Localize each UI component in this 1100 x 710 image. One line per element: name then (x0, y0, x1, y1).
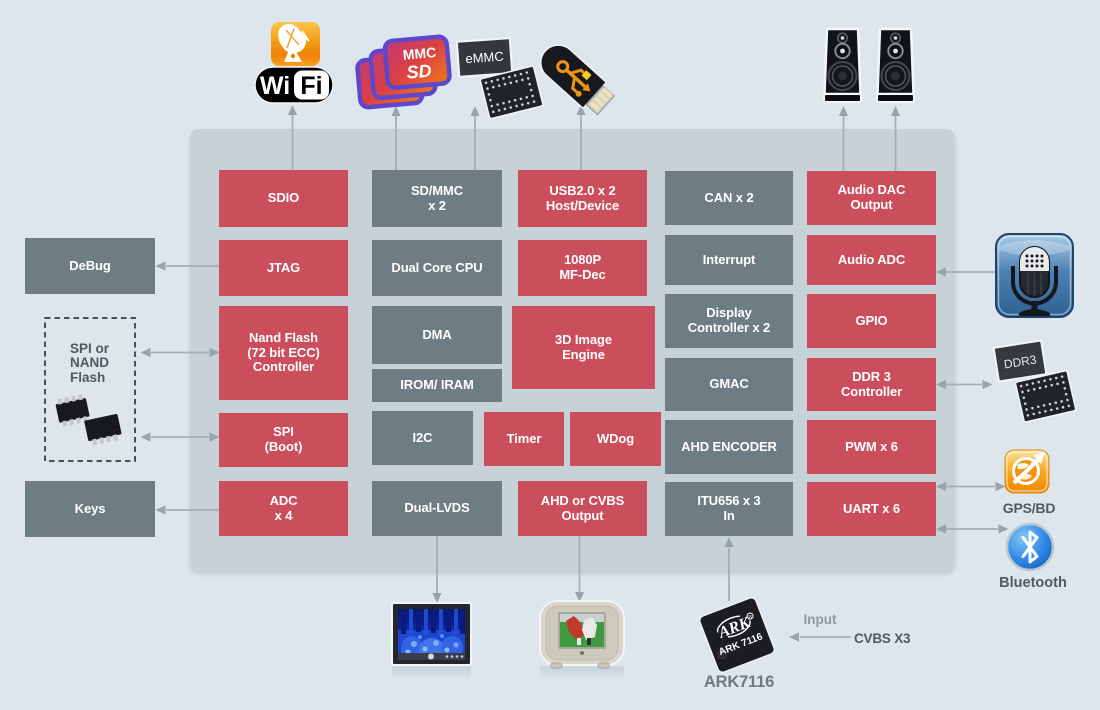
svg-text:Wi: Wi (260, 72, 290, 100)
svg-text:eMMC: eMMC (465, 49, 504, 67)
svg-text:MMC: MMC (402, 44, 437, 63)
svg-text:DDR3: DDR3 (1003, 352, 1038, 371)
svg-text:SD: SD (406, 61, 433, 83)
svg-text:Fi: Fi (300, 72, 322, 100)
svg-text:R: R (748, 614, 754, 621)
